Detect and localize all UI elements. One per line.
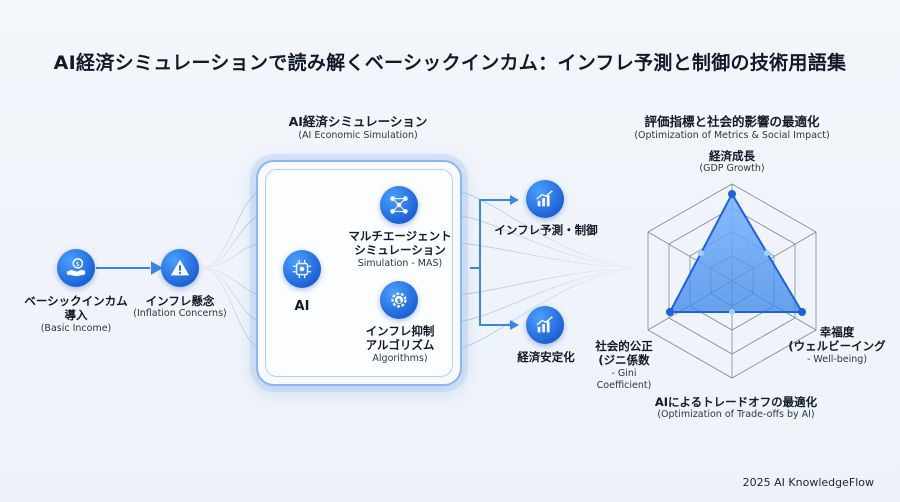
arrowhead-forecast: [510, 195, 519, 205]
money-hand-icon: $: [66, 258, 86, 277]
left-stream-lines: [199, 189, 263, 351]
bar-chart-icon: [536, 316, 553, 333]
radar-tradeoff-label: AIによるトレードオフの最適化 (Optimization of Trade-o…: [654, 395, 818, 421]
warning-icon: [170, 259, 190, 276]
ai-chip-icon: [292, 259, 312, 279]
arrowhead-stabilize: [510, 320, 519, 330]
gear-dollar-icon: $: [391, 292, 407, 308]
radar-triangle: [668, 191, 804, 313]
page-title: AI経済シミュレーションで読み解くベーシックインカム：インフレ予測と制御の技術用…: [53, 52, 847, 74]
radar-vertices: [666, 190, 806, 316]
radar-gini-label: 社会的公正 (ジニ係数 - Gini Coefficient): [595, 339, 653, 391]
svg-text:$: $: [397, 297, 402, 305]
algorithms-node: $: [380, 281, 418, 319]
basic-income-label: ベーシックインカム 導入 (Basic Income): [24, 294, 128, 334]
mas-node: [380, 186, 418, 224]
radar-heading: 評価指標と社会的影響の最適化 (Optimization of Metrics …: [634, 114, 830, 141]
radar-chart: [647, 183, 817, 379]
stabilize-node: [526, 306, 564, 344]
ai-label: AI: [294, 299, 310, 314]
inflation-label: インフレ懸念 (Inflation Concerns): [133, 294, 227, 320]
stabilize-label: 経済安定化: [517, 350, 575, 364]
basic-income-node: $: [57, 249, 95, 287]
sim-box-heading: AI経済シミュレーション (AI Economic Simulation): [288, 114, 428, 141]
radar-wellbeing-label: 幸福度 (ウェルビーイング - Well-being): [788, 325, 886, 365]
forecast-node: [526, 180, 564, 218]
footer-credit: 2025 AI KnowledgeFlow: [742, 476, 874, 489]
inflation-node: [161, 249, 199, 287]
radar-gdp-label: 経済成長 (GDP Growth): [699, 149, 765, 175]
ai-node: [283, 250, 321, 288]
arrow-bi-to-inflation: [96, 261, 164, 275]
forecast-label: インフレ予測・制御: [494, 223, 598, 237]
radar-mid-points: [698, 250, 770, 315]
arrows-to-outcomes: [470, 199, 510, 326]
mas-label: マルチエージェント シミュレーション Simulation - MAS): [348, 229, 452, 269]
svg-text:$: $: [76, 260, 80, 268]
algorithms-label: インフレ抑制 アルゴリズム Algorithms): [365, 324, 435, 364]
agent-network-icon: [390, 196, 408, 214]
bar-chart-icon: [536, 190, 553, 207]
